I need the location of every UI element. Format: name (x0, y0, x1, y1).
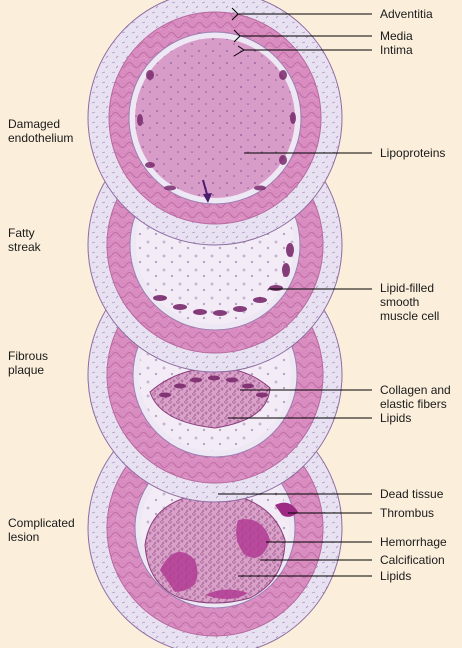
annotation-calcification: Calcification (380, 553, 445, 567)
annotation-collagen-elastic-fibers: Collagen and elastic fibers (380, 383, 451, 411)
annotation-dead-tissue: Dead tissue (380, 487, 444, 501)
annotation-thrombus: Thrombus (380, 506, 435, 520)
label-fatty-streak: Fatty streak (8, 226, 41, 254)
annotation-lipids-fibrous: Lipids (380, 411, 412, 425)
label-damaged-endothelium: Damaged endothelium (8, 117, 74, 145)
annotation-lipid-filled-smooth-muscle-cell: Lipid-filled smooth muscle cell (380, 281, 440, 323)
annotation-adventitia: Adventitia (380, 7, 433, 21)
annotation-intima: Intima (380, 43, 413, 57)
label-fibrous-plaque: Fibrous plaque (8, 349, 49, 377)
annotation-hemorrhage: Hemorrhage (380, 535, 447, 549)
annotation-media: Media (380, 29, 413, 43)
label-complicated-lesion: Complicated lesion (8, 516, 75, 544)
annotation-lipoproteins: Lipoproteins (380, 146, 446, 160)
section-damaged-endothelium (87, 0, 343, 246)
leader-lines (218, 7, 372, 577)
annotation-lipids-complicated: Lipids (380, 569, 412, 583)
